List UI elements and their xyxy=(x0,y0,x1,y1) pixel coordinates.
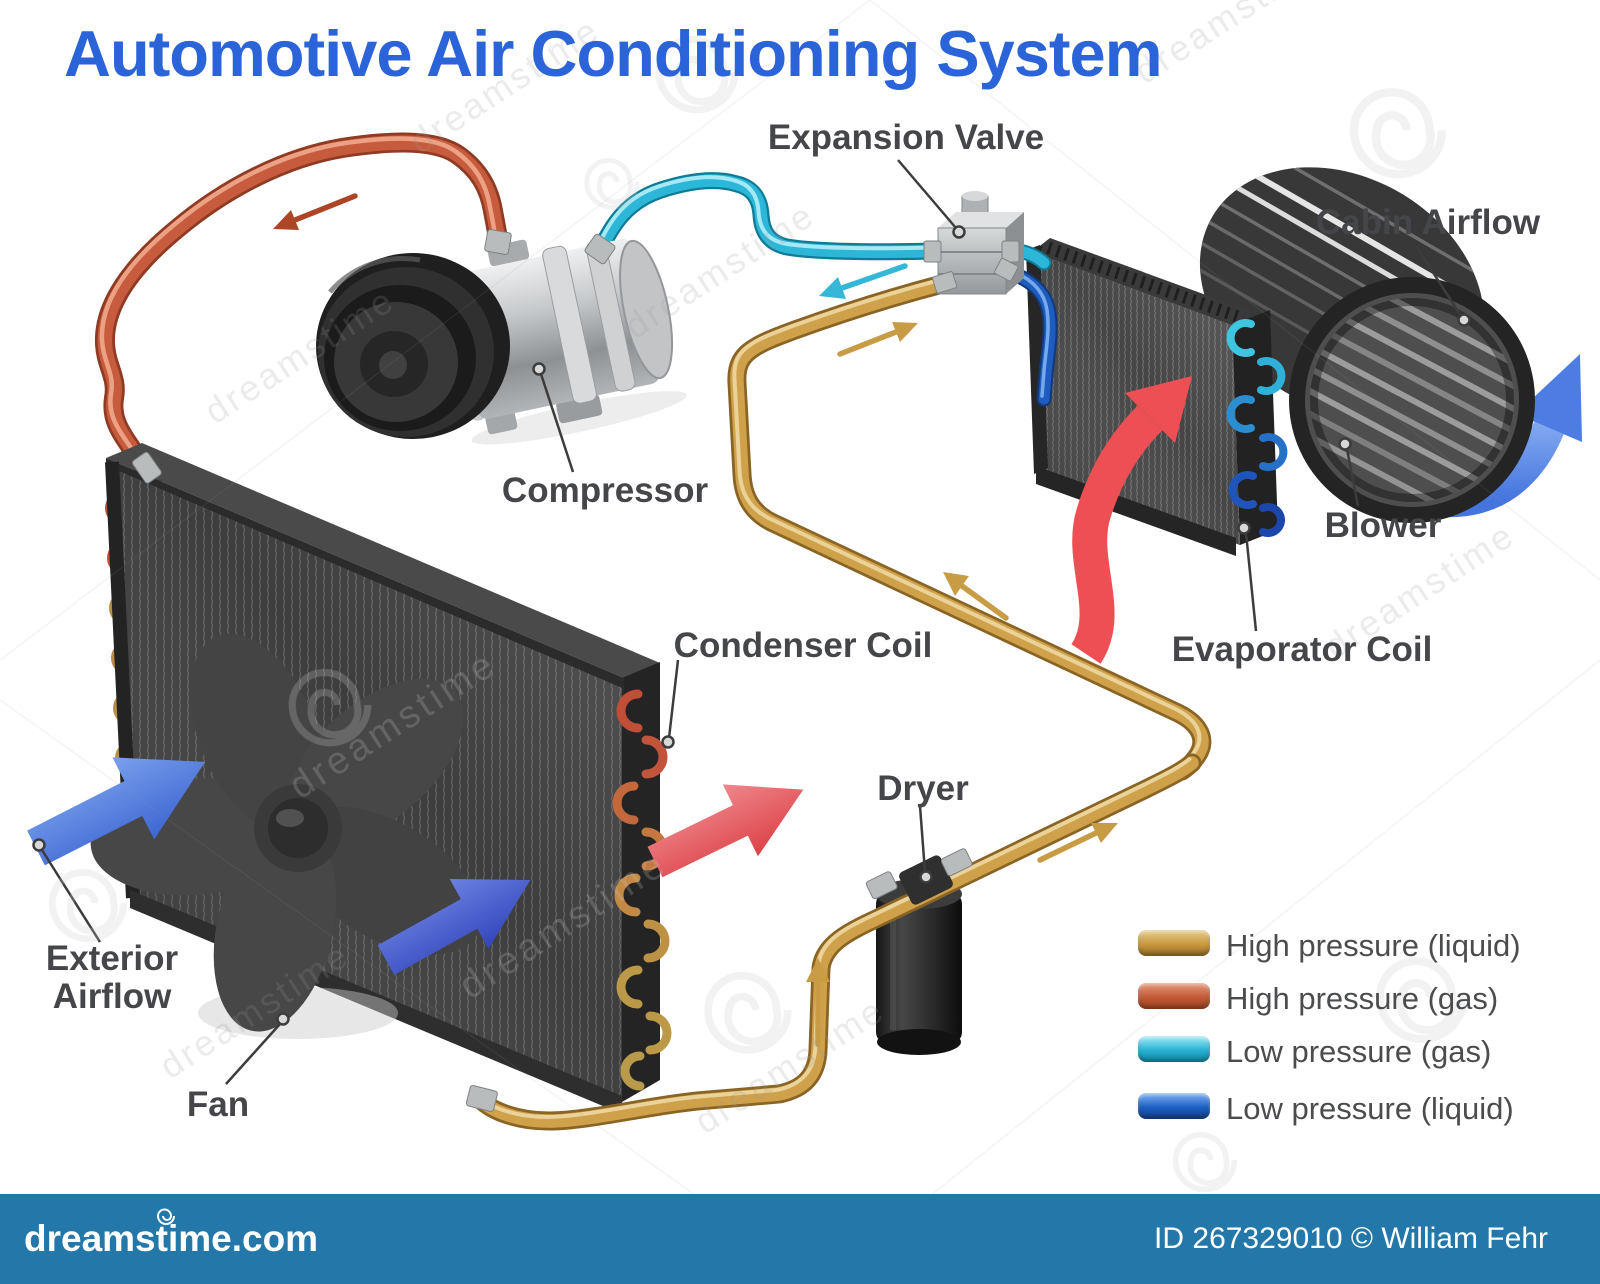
label-exterior-airflow-line2: Airflow xyxy=(52,977,172,1016)
expansion-valve-body xyxy=(923,191,1024,295)
exterior-airflow-arrow xyxy=(27,757,206,866)
condenser-outlet-fitting xyxy=(465,1085,498,1112)
legend-label-low-pressure-gas: Low pressure (gas) xyxy=(1226,1034,1492,1069)
flow-arrows xyxy=(273,193,1118,1047)
footer-brand: dreamstime.com xyxy=(24,1218,319,1259)
legend-swatch-high-pressure-gas xyxy=(1138,983,1210,1009)
legend-label-low-pressure-liquid: Low pressure (liquid) xyxy=(1226,1091,1514,1126)
label-blower: Blower xyxy=(1324,506,1442,545)
legend-label-high-pressure-gas: High pressure (gas) xyxy=(1226,981,1499,1016)
footer-credit: ID 267329010 © William Fehr xyxy=(1154,1222,1548,1255)
compressor-unit xyxy=(316,229,687,445)
brand-spiral-icon xyxy=(156,1208,175,1225)
label-exterior-airflow-line1: Exterior xyxy=(45,939,179,978)
condenser-top-face xyxy=(106,443,660,678)
low-pressure-gas-pipe xyxy=(588,172,945,268)
leader-lines xyxy=(40,159,1463,1085)
evaporator-right-panel xyxy=(1232,310,1278,545)
label-fan: Fan xyxy=(186,1085,250,1124)
label-condenser-coil: Condenser Coil xyxy=(673,626,933,665)
evaporator-top-face xyxy=(1036,241,1246,322)
evaporator-airflow-arrow xyxy=(1070,376,1192,664)
leader-dots xyxy=(32,225,1471,1026)
interior-airflow-arrow xyxy=(377,878,531,975)
label-exterior-airflow: Exterior Airflow xyxy=(46,940,178,1016)
legend-swatch-low-pressure-gas xyxy=(1138,1036,1210,1062)
footer-bar: dreamstime.com ID 267329010 © William Fe… xyxy=(0,1194,1600,1284)
hot-air-out-arrow xyxy=(647,784,804,878)
legend-swatch-high-pressure-liquid xyxy=(1138,930,1210,956)
condenser xyxy=(90,443,672,1114)
evaporator-coil-loops xyxy=(1226,319,1288,537)
label-evaporator-coil: Evaporator Coil xyxy=(1171,630,1433,669)
high-pressure-gas-pipe xyxy=(94,132,509,488)
condenser-inlet-fitting xyxy=(132,451,162,484)
compressor-pulley xyxy=(316,253,510,439)
label-cabin-airflow: Cabin Airflow xyxy=(1315,203,1541,242)
legend-label-high-pressure-liquid: High pressure (liquid) xyxy=(1226,928,1521,963)
high-pressure-liquid-pipe xyxy=(471,273,1212,1131)
label-expansion-valve: Expansion Valve xyxy=(767,118,1045,157)
legend-swatch-low-pressure-liquid xyxy=(1138,1093,1210,1119)
condenser-coil-loops xyxy=(612,689,672,1091)
page-title: Automotive Air Conditioning System xyxy=(64,17,1163,90)
label-compressor: Compressor xyxy=(501,471,709,510)
label-dryer: Dryer xyxy=(877,769,969,808)
